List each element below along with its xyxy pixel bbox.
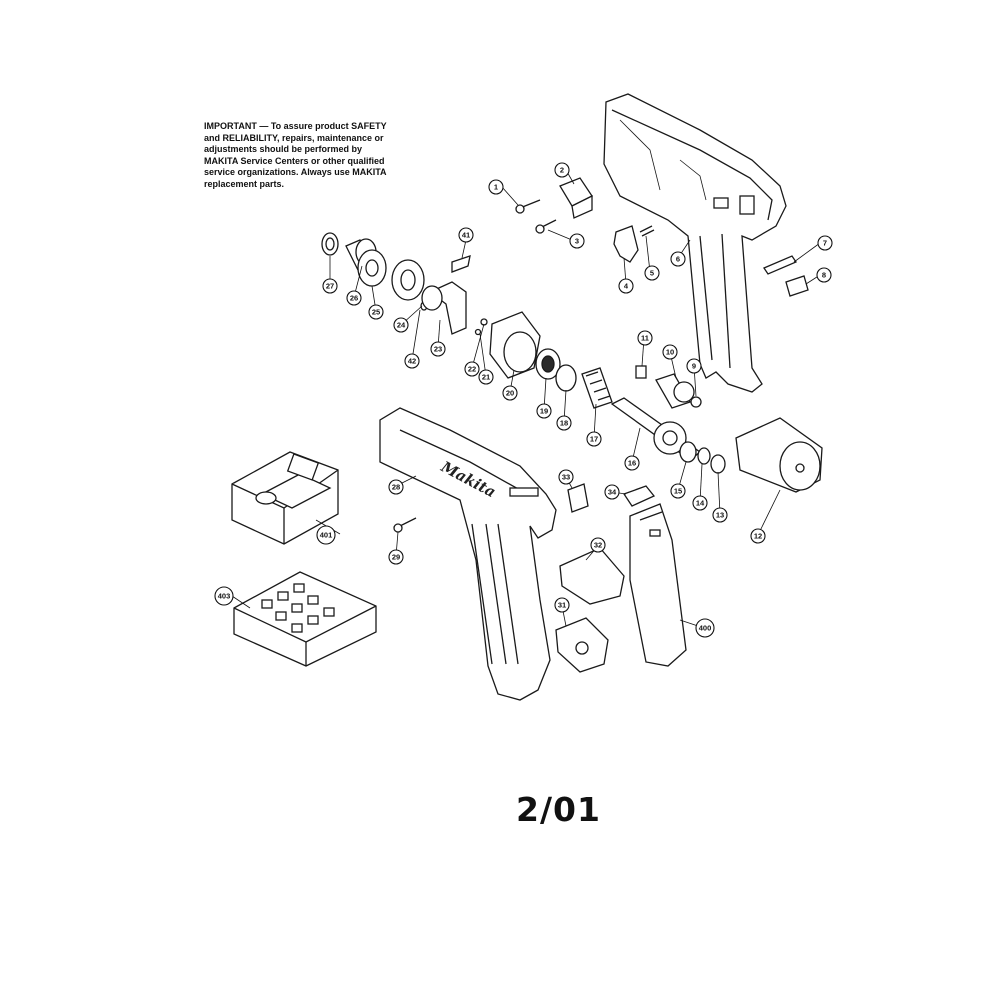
svg-text:25: 25: [372, 308, 380, 317]
svg-text:28: 28: [392, 483, 400, 492]
svg-text:42: 42: [408, 357, 416, 366]
callout-11: 11: [637, 330, 653, 346]
switch-assembly-part: [555, 483, 656, 673]
lower-housing-part: Makita: [379, 407, 557, 701]
svg-text:41: 41: [462, 231, 470, 240]
svg-text:27: 27: [326, 282, 334, 291]
svg-text:401: 401: [320, 531, 333, 540]
svg-text:32: 32: [594, 541, 602, 550]
svg-text:6: 6: [676, 255, 680, 264]
svg-text:21: 21: [482, 373, 490, 382]
callout-18: 18: [556, 415, 572, 431]
safety-notice-line: and RELIABILITY, repairs, maintenance or: [204, 132, 384, 143]
svg-text:5: 5: [650, 269, 654, 278]
safety-notice-line: service organizations. Always use MAKITA: [204, 167, 387, 177]
callout-34: 34: [604, 484, 620, 500]
switch-part: [515, 177, 593, 234]
callout-2: 2: [554, 162, 570, 178]
svg-text:9: 9: [692, 362, 696, 371]
spindle-gear-part: [610, 397, 726, 474]
callout-6: 6: [670, 251, 686, 267]
callout-27: 27: [322, 278, 338, 294]
callout-20: 20: [502, 385, 518, 401]
callout-28: 28: [388, 479, 404, 495]
svg-text:23: 23: [434, 345, 442, 354]
callout-29: 29: [388, 549, 404, 565]
callout-403: 403: [214, 586, 234, 606]
svg-text:26: 26: [350, 294, 358, 303]
upper-housing-part: [603, 93, 787, 393]
safety-notice: IMPORTANT — To assure product SAFETY and…: [204, 121, 412, 190]
safety-notice-line: adjustments should be performed by: [204, 144, 363, 154]
pinion-gear-part: [635, 365, 702, 409]
svg-text:22: 22: [468, 365, 476, 374]
callout-15: 15: [670, 483, 686, 499]
motor-part: [735, 417, 823, 493]
svg-text:18: 18: [560, 419, 568, 428]
callout-14: 14: [692, 495, 708, 511]
callout-33: 33: [558, 469, 574, 485]
svg-text:4: 4: [624, 282, 629, 291]
svg-text:33: 33: [562, 473, 570, 482]
callout-7: 7: [817, 235, 833, 251]
lever-part: [763, 255, 809, 297]
callout-31: 31: [554, 597, 570, 613]
callout-41: 41: [458, 227, 474, 243]
svg-text:34: 34: [608, 488, 617, 497]
callout-3: 3: [569, 233, 585, 249]
svg-text:13: 13: [716, 511, 724, 520]
svg-text:3: 3: [575, 237, 579, 246]
svg-text:400: 400: [699, 624, 712, 633]
callout-10: 10: [662, 344, 678, 360]
callout-401: 401: [316, 525, 336, 545]
callout-8: 8: [816, 267, 832, 283]
svg-text:20: 20: [506, 389, 514, 398]
callout-21: 21: [478, 369, 494, 385]
callout-17: 17: [586, 431, 602, 447]
svg-text:11: 11: [641, 334, 649, 343]
svg-text:24: 24: [397, 321, 406, 330]
safety-notice-line: replacement parts.: [204, 178, 285, 189]
page-footer-label: 2/01: [516, 790, 601, 829]
svg-text:14: 14: [696, 499, 705, 508]
trigger-part: [613, 225, 655, 263]
battery-pack-part: [629, 503, 687, 667]
callout-25: 25: [368, 304, 384, 320]
svg-text:12: 12: [754, 532, 762, 541]
callout-26: 26: [346, 290, 362, 306]
callout-1: 1: [488, 179, 504, 195]
safety-notice-line: MAKITA Service Centers or other qualifie…: [204, 155, 385, 166]
svg-text:8: 8: [822, 271, 826, 280]
callout-400: 400: [695, 618, 715, 638]
callout-9: 9: [686, 358, 702, 374]
callout-23: 23: [430, 341, 446, 357]
callout-24: 24: [393, 317, 409, 333]
svg-text:17: 17: [590, 435, 598, 444]
callout-42: 42: [404, 353, 420, 369]
screw-part: [393, 517, 417, 533]
svg-text:1: 1: [494, 183, 498, 192]
callout-19: 19: [536, 403, 552, 419]
svg-text:15: 15: [674, 487, 682, 496]
callout-4: 4: [618, 278, 634, 294]
svg-text:2: 2: [560, 166, 564, 175]
callout-16: 16: [624, 455, 640, 471]
callout-12: 12: [750, 528, 766, 544]
callout-22: 22: [464, 361, 480, 377]
charger-part: [231, 451, 339, 545]
svg-text:16: 16: [628, 459, 636, 468]
carrying-case-part: [233, 571, 377, 667]
callout-13: 13: [712, 507, 728, 523]
svg-text:10: 10: [666, 348, 674, 357]
callout-5: 5: [644, 265, 660, 281]
svg-text:7: 7: [823, 239, 827, 248]
callout-32: 32: [590, 537, 606, 553]
svg-text:403: 403: [218, 592, 231, 601]
svg-text:19: 19: [540, 407, 548, 416]
svg-text:29: 29: [392, 553, 400, 562]
svg-text:31: 31: [558, 601, 566, 610]
front-gear-assembly: [321, 232, 613, 409]
safety-notice-line: IMPORTANT — To assure product SAFETY: [204, 121, 387, 131]
